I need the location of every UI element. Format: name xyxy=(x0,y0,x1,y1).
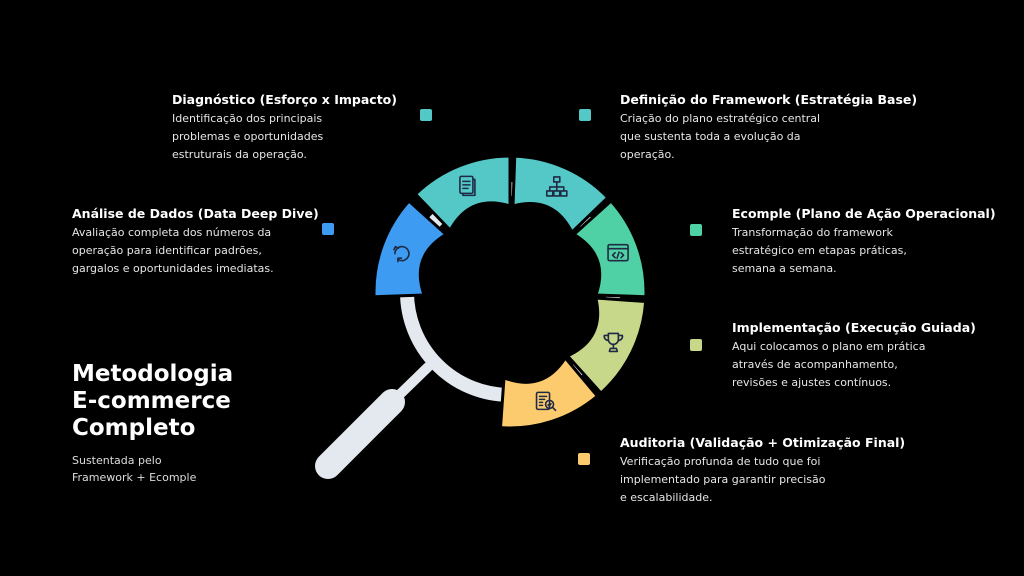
step-marker xyxy=(420,109,432,121)
step-definicao-framework: Definição do Framework (Estratégia Base)… xyxy=(620,92,917,164)
trophy-icon xyxy=(603,332,624,353)
step-analise-dados: Análise de Dados (Data Deep Dive) Avalia… xyxy=(72,206,319,278)
step-title: Análise de Dados (Data Deep Dive) xyxy=(72,206,319,221)
step-marker xyxy=(322,223,334,235)
magnifier-handle xyxy=(315,389,405,479)
step-marker xyxy=(690,339,702,351)
refresh-icon xyxy=(393,245,410,263)
step-desc: Transformação do framework estratégico e… xyxy=(732,226,907,275)
step-marker xyxy=(578,453,590,465)
page-title: Metodologia E-commerce Completo xyxy=(72,361,234,441)
step-desc: Aqui colocamos o plano em prática atravé… xyxy=(732,340,926,389)
step-desc: Criação do plano estratégico central que… xyxy=(620,112,821,161)
step-ecomple: Ecomple (Plano de Ação Operacional) Tran… xyxy=(732,206,996,278)
step-title: Implementação (Execução Guiada) xyxy=(732,320,976,335)
document-icon xyxy=(459,175,476,197)
step-title: Auditoria (Validação + Otimização Final) xyxy=(620,435,906,450)
step-marker xyxy=(690,224,702,236)
audit-report-icon xyxy=(535,391,557,412)
step-title: Ecomple (Plano de Ação Operacional) xyxy=(732,206,996,221)
step-desc: Identificação dos principais problemas e… xyxy=(172,112,324,161)
step-desc: Verificação profunda de tudo que foi imp… xyxy=(620,455,826,504)
step-implementacao: Implementação (Execução Guiada) Aqui col… xyxy=(732,320,976,392)
step-marker xyxy=(579,109,591,121)
segment-refresh xyxy=(372,199,448,299)
step-title: Diagnóstico (Esforço x Impacto) xyxy=(172,92,397,107)
step-diagnostico: Diagnóstico (Esforço x Impacto) Identifi… xyxy=(172,92,397,164)
step-auditoria: Auditoria (Validação + Otimização Final)… xyxy=(620,435,905,507)
hierarchy-icon xyxy=(545,176,568,197)
code-window-icon xyxy=(607,243,629,262)
page-subtitle: Sustentada pelo Framework + Ecomple xyxy=(72,454,197,484)
step-desc: Avaliação completa dos números da operaç… xyxy=(72,226,274,275)
segment-trophy xyxy=(566,296,648,395)
segments-group xyxy=(372,154,648,430)
step-title: Definição do Framework (Estratégia Base) xyxy=(620,92,918,107)
